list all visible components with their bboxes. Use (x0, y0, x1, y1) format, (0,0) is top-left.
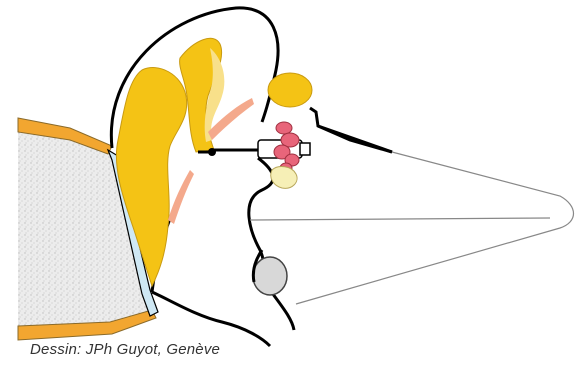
yellow-disk (268, 73, 312, 107)
cone (250, 152, 574, 304)
cone-tip-line (318, 126, 392, 152)
figure-caption: Dessin: JPh Guyot, Genève (30, 341, 220, 358)
grey-circle (253, 257, 287, 295)
pale-blob (271, 167, 297, 189)
